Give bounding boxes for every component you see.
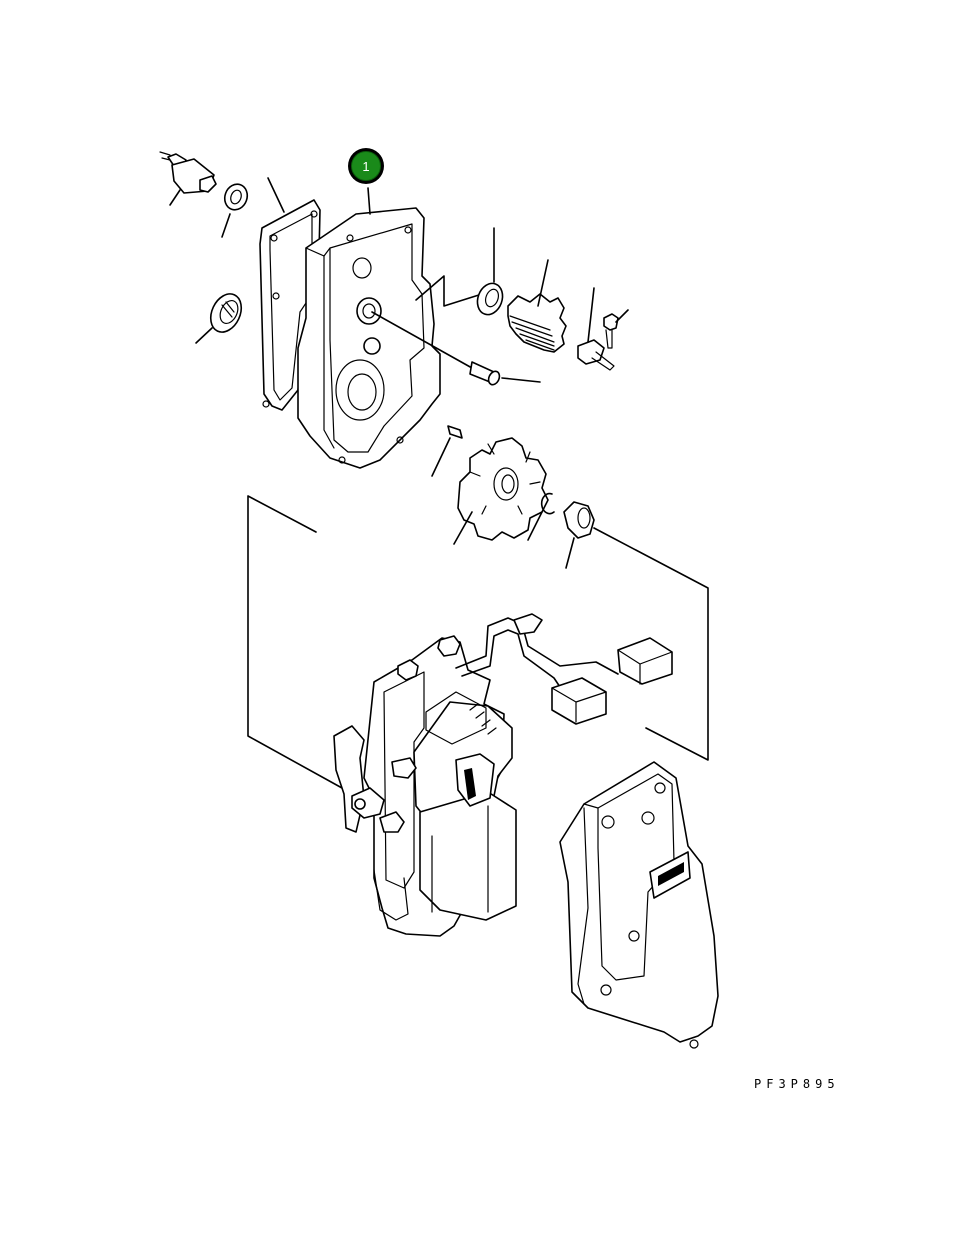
snap-ring (527, 492, 555, 541)
gear (453, 437, 549, 545)
gasket (259, 177, 321, 411)
callout-1[interactable]: 1 (348, 148, 384, 184)
drawing-code: PF3P895 (754, 1077, 840, 1091)
washer (221, 183, 249, 238)
woodruff-key (431, 425, 463, 477)
lever-pin (577, 287, 615, 371)
actuator-assembly (333, 613, 673, 937)
sensor-plug (159, 151, 217, 206)
small-bolt (603, 309, 629, 349)
bearing (195, 293, 243, 344)
housing-bolt (371, 311, 541, 386)
callout-1-number: 1 (362, 159, 369, 174)
spring (507, 259, 567, 353)
actuator-cover (559, 761, 719, 1049)
governor-housing (297, 187, 441, 469)
sleeve (563, 501, 709, 761)
oil-seal (415, 227, 504, 316)
assembly-leader (247, 495, 343, 789)
